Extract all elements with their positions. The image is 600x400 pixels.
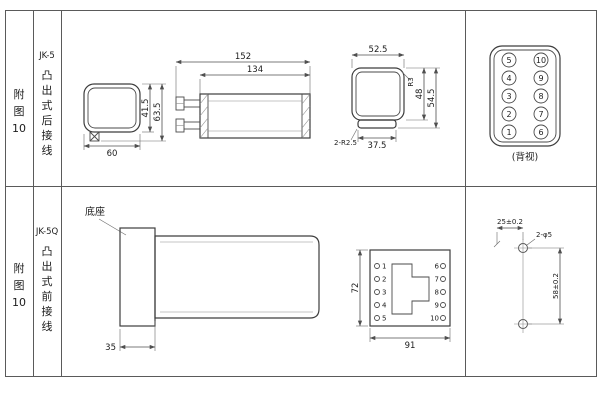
model-column-row2: JK-5Q 凸 出 式 前 接 线 <box>33 226 61 334</box>
pin-number: 8 <box>435 289 439 297</box>
grid-line <box>33 10 34 377</box>
model-column-row1: JK-5 凸 出 式 后 接 线 <box>33 50 61 158</box>
note-hole-size: 2-φ5 <box>536 231 552 239</box>
dim-panel-width: 91 <box>405 341 416 351</box>
rear-view-caption: (背视) <box>512 151 538 163</box>
dim-corner-radius: R3 <box>407 77 415 86</box>
dim-side-total-length: 152 <box>235 52 251 62</box>
dim-rear-total-height: 54.5 <box>427 89 437 108</box>
mount-type-label-row1: 凸 出 式 后 接 线 <box>41 69 53 157</box>
pin-number: 6 <box>435 263 440 271</box>
terminal-number: 9 <box>538 74 543 83</box>
grid-line <box>5 10 597 11</box>
grid-line <box>5 186 597 187</box>
dim-side-body-length: 134 <box>247 65 263 75</box>
grid-line <box>61 10 62 377</box>
terminal-number: 8 <box>538 92 543 101</box>
base-side-view-drawing: 底座 35 <box>85 205 320 353</box>
dim-hole-spacing: 25±0.2 <box>497 218 523 226</box>
pin-number: 2 <box>382 276 386 284</box>
terminal-number: 2 <box>506 110 511 119</box>
dim-rear-body-height: 48 <box>415 89 425 100</box>
pin-number: 3 <box>382 289 386 297</box>
model-label-jk5q: JK-5Q <box>35 227 59 237</box>
pin-number: 1 <box>382 263 386 271</box>
side-view-drawing: 152 134 <box>175 52 311 139</box>
pin-number: 4 <box>382 302 387 310</box>
pin-number: 5 <box>382 315 386 323</box>
terminal-number: 10 <box>536 56 546 65</box>
terminal-number: 1 <box>506 128 511 137</box>
note-corner-radii: 2-R2.5 <box>334 139 357 147</box>
dim-flange-width: 37.5 <box>368 141 387 151</box>
grid-line <box>5 376 597 377</box>
drill-pattern-drawing: 25±0.2 2-φ5 58±0.2 <box>493 218 564 333</box>
dim-vertical-spacing: 58±0.2 <box>552 273 560 299</box>
terminal-block-drawing: 5 4 3 2 1 10 9 8 7 6 (背视) <box>489 45 561 163</box>
terminal-number: 4 <box>506 74 511 83</box>
terminal-number: 3 <box>506 92 511 101</box>
dim-front-total-height: 63.5 <box>153 103 163 122</box>
terminal-number: 7 <box>538 110 543 119</box>
terminal-number: 5 <box>506 56 511 65</box>
figure-number-row2: 附 图 10 <box>12 262 26 309</box>
pin-number: 10 <box>430 315 439 323</box>
dim-front-width: 60 <box>107 149 118 159</box>
dim-panel-height: 72 <box>351 283 361 294</box>
mount-type-label-row2: 凸 出 式 前 接 线 <box>41 245 53 333</box>
dim-flange-depth: 35 <box>105 343 116 353</box>
rear-outline-drawing: 52.5 R3 48 54.5 2-R2.5 37.5 <box>334 45 440 151</box>
terminal-number: 6 <box>538 128 543 137</box>
base-label: 底座 <box>85 205 105 218</box>
dim-front-inner-height: 41.5 <box>141 99 151 118</box>
grid-line <box>5 10 6 377</box>
model-label-jk5: JK-5 <box>39 51 55 61</box>
figure-number-row1: 附 图 10 <box>12 88 26 135</box>
panel-view-drawing: 1 2 3 4 5 6 7 8 9 10 72 91 <box>351 249 451 351</box>
grid-line <box>465 10 466 377</box>
pin-number: 9 <box>435 302 439 310</box>
front-view-drawing: 60 41.5 63.5 <box>83 83 166 159</box>
grid-line <box>596 10 597 377</box>
dim-rear-width: 52.5 <box>369 45 388 55</box>
pin-number: 7 <box>435 276 439 284</box>
